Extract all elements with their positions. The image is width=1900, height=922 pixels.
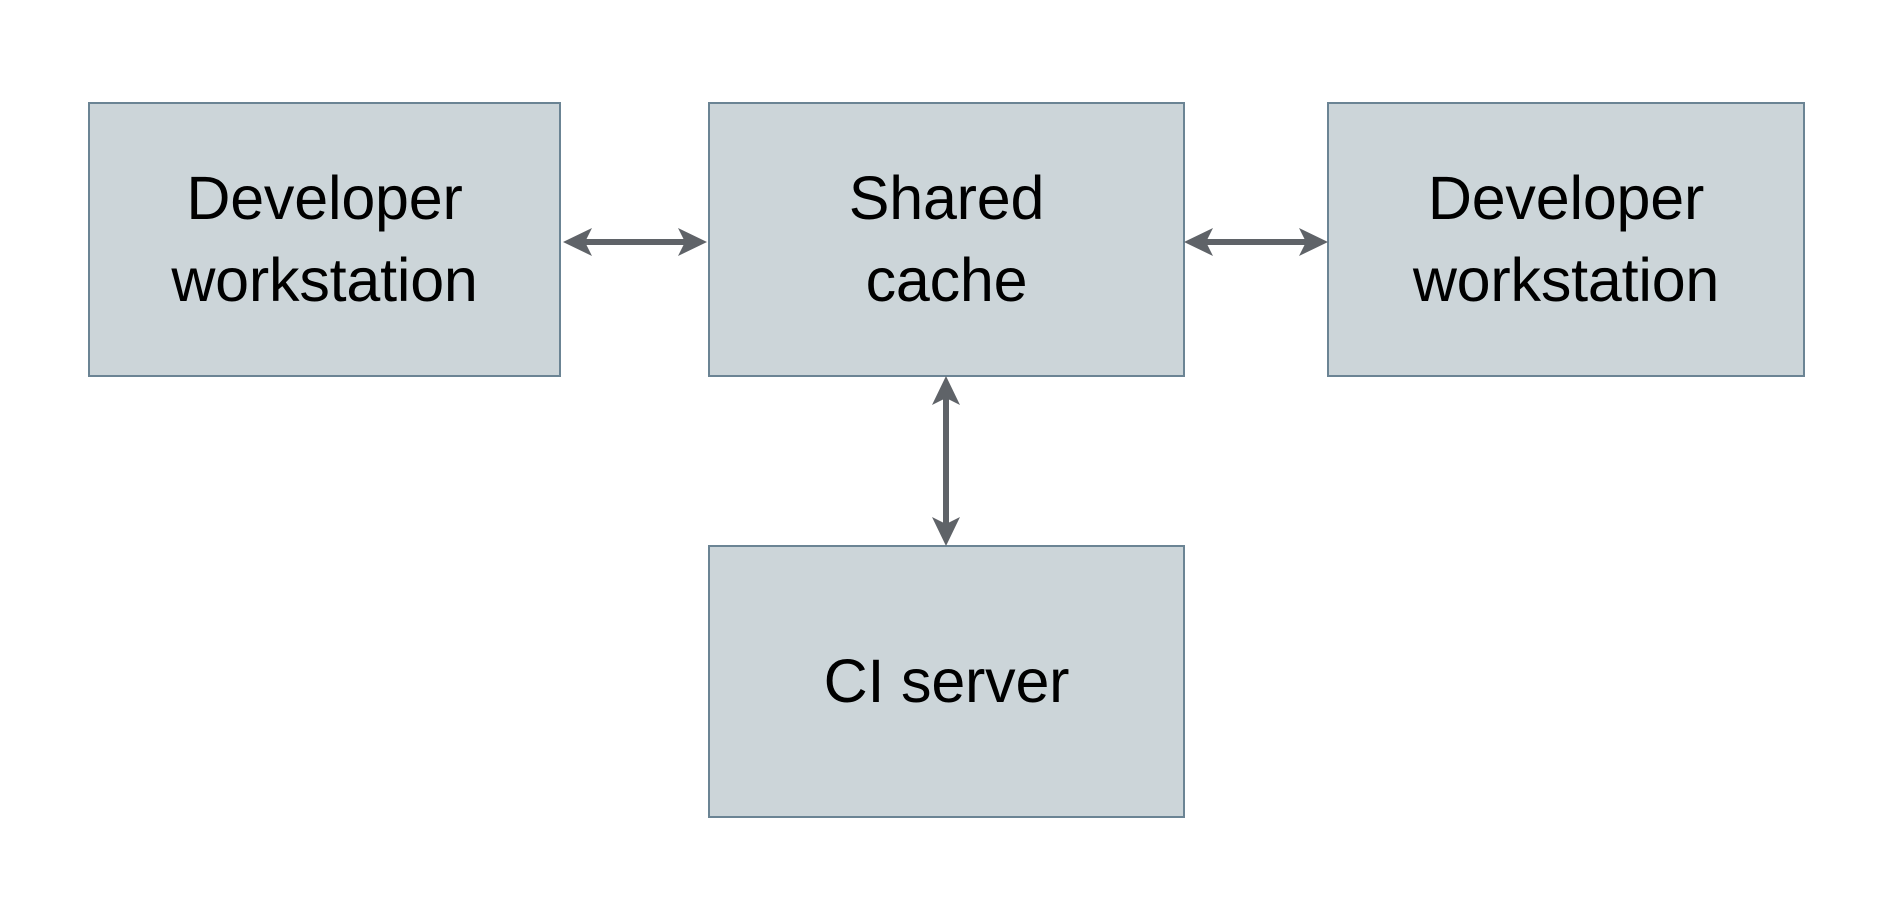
connector-dev-left-to-shared-cache[interactable]	[558, 206, 712, 278]
connector-shared-cache-to-dev-right[interactable]	[1180, 206, 1332, 278]
arrowhead-left-icon	[563, 228, 592, 256]
connector-shared-cache-to-ci-server[interactable]	[910, 372, 982, 550]
arrowhead-down-icon	[932, 517, 960, 546]
node-shared-cache[interactable]: Shared cache	[708, 102, 1185, 377]
arrowhead-right-icon	[678, 228, 707, 256]
arrowhead-left-icon	[1184, 228, 1213, 256]
node-ci-server[interactable]: CI server	[708, 545, 1185, 818]
node-label: Developer workstation	[171, 164, 478, 314]
arrowhead-up-icon	[932, 376, 960, 405]
node-label: CI server	[823, 646, 1070, 715]
node-developer-workstation-left[interactable]: Developer workstation	[88, 102, 561, 377]
node-developer-workstation-right[interactable]: Developer workstation	[1327, 102, 1805, 377]
node-label: Shared cache	[848, 164, 1045, 314]
arrowhead-right-icon	[1299, 228, 1328, 256]
node-label: Developer workstation	[1412, 164, 1720, 314]
